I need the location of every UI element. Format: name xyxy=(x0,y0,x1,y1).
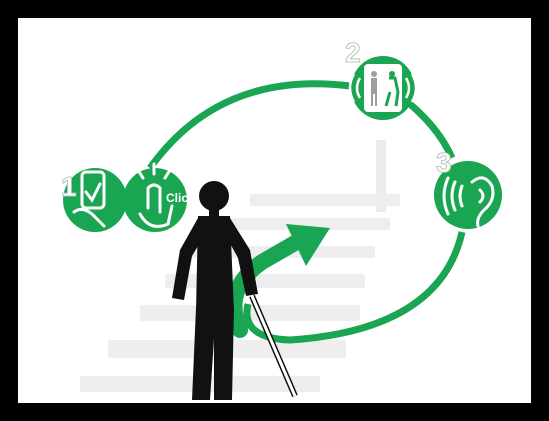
sound-waves-icon xyxy=(348,73,418,103)
person-left-arm xyxy=(172,218,204,300)
cycle-arrows xyxy=(147,80,466,344)
arc-3-back xyxy=(243,231,466,344)
person-torso xyxy=(196,216,234,312)
pedestrian-signal-icon xyxy=(364,64,402,112)
frame-bottom-edge xyxy=(0,403,549,421)
white-cane xyxy=(250,295,297,397)
signal-pole xyxy=(376,140,386,212)
ear-sound-icon xyxy=(442,176,495,228)
arc-2-to-3 xyxy=(407,101,456,160)
arrow-head xyxy=(286,224,330,266)
step-1-phone-bubble xyxy=(63,168,127,232)
person-left-leg xyxy=(192,308,216,400)
person-neck xyxy=(209,208,219,218)
click-label: Clic xyxy=(166,191,188,205)
arc-1-to-2 xyxy=(147,80,351,171)
step-2-number: 2 xyxy=(345,37,361,68)
step-3-group: 3 xyxy=(434,147,502,229)
step-2-group: 2 xyxy=(345,37,418,120)
crosswalk-stripe xyxy=(210,218,390,230)
click-hand-icon xyxy=(136,162,174,228)
step-1-number: 1 xyxy=(61,171,77,202)
person-head xyxy=(199,181,229,211)
crosswalk-stripe xyxy=(165,274,365,288)
blind-person-figure xyxy=(172,181,258,400)
step-1-group: 1 Clic xyxy=(61,162,188,232)
crosswalk-stripe xyxy=(250,194,400,206)
step-3-number: 3 xyxy=(436,147,452,178)
return-arrow xyxy=(226,224,330,338)
person-right-arm xyxy=(226,218,258,296)
person-right-leg xyxy=(214,308,234,400)
phone-touch-icon xyxy=(72,170,106,228)
